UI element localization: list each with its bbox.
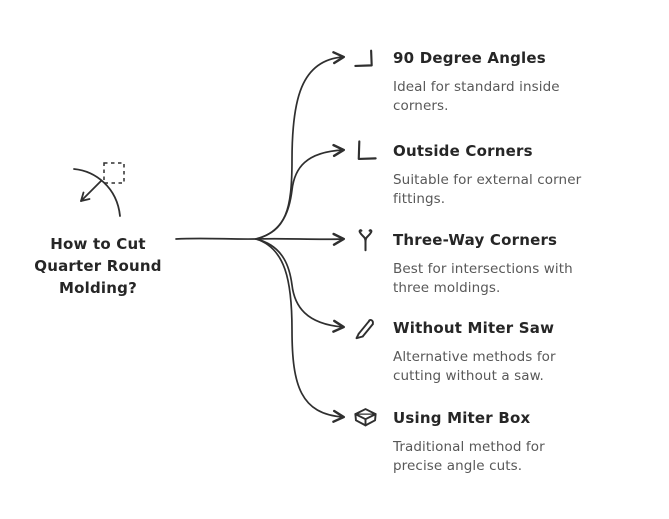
branch-title: Without Miter Saw (393, 318, 555, 337)
pen-icon (352, 314, 379, 341)
root-connector (175, 237, 257, 240)
branch-connector-5 (255, 238, 345, 423)
branch-description: Traditional method for precise angle cut… (393, 439, 545, 475)
branch-description: Suitable for external corner fittings. (393, 172, 582, 208)
branch-description: Best for intersections with three moldin… (393, 261, 573, 297)
outside-corner-icon (352, 137, 379, 164)
branch-connector-4 (255, 238, 345, 333)
root-node: How to Cut Quarter Round Molding? (8, 160, 188, 299)
branch-connector-1 (255, 51, 345, 240)
branch-title: Three-Way Corners (393, 230, 558, 249)
root-title: How to Cut Quarter Round Molding? (34, 235, 162, 297)
branch-connector-3 (255, 232, 345, 246)
branch-outside-corners: Outside Corners Suitable for external co… (352, 137, 602, 209)
branch-using-miter-box: Using Miter Box Traditional method for p… (352, 404, 602, 476)
miter-box-icon (352, 404, 379, 431)
branch-three-way-corners: Three-Way Corners Best for intersections… (352, 226, 602, 298)
branch-90-degree-angles: 90 Degree Angles Ideal for standard insi… (352, 44, 602, 116)
branch-title: Using Miter Box (393, 408, 531, 427)
three-way-corner-icon (352, 226, 379, 253)
quarter-round-molding-icon (67, 160, 129, 224)
branch-description: Alternative methods for cutting without … (393, 349, 556, 385)
branch-title: Outside Corners (393, 141, 533, 160)
branch-without-miter-saw: Without Miter Saw Alternative methods fo… (352, 314, 602, 386)
inside-corner-icon (352, 44, 379, 71)
branch-title: 90 Degree Angles (393, 48, 546, 67)
branch-description: Ideal for standard inside corners. (393, 79, 560, 115)
branch-connector-2 (255, 143, 345, 240)
